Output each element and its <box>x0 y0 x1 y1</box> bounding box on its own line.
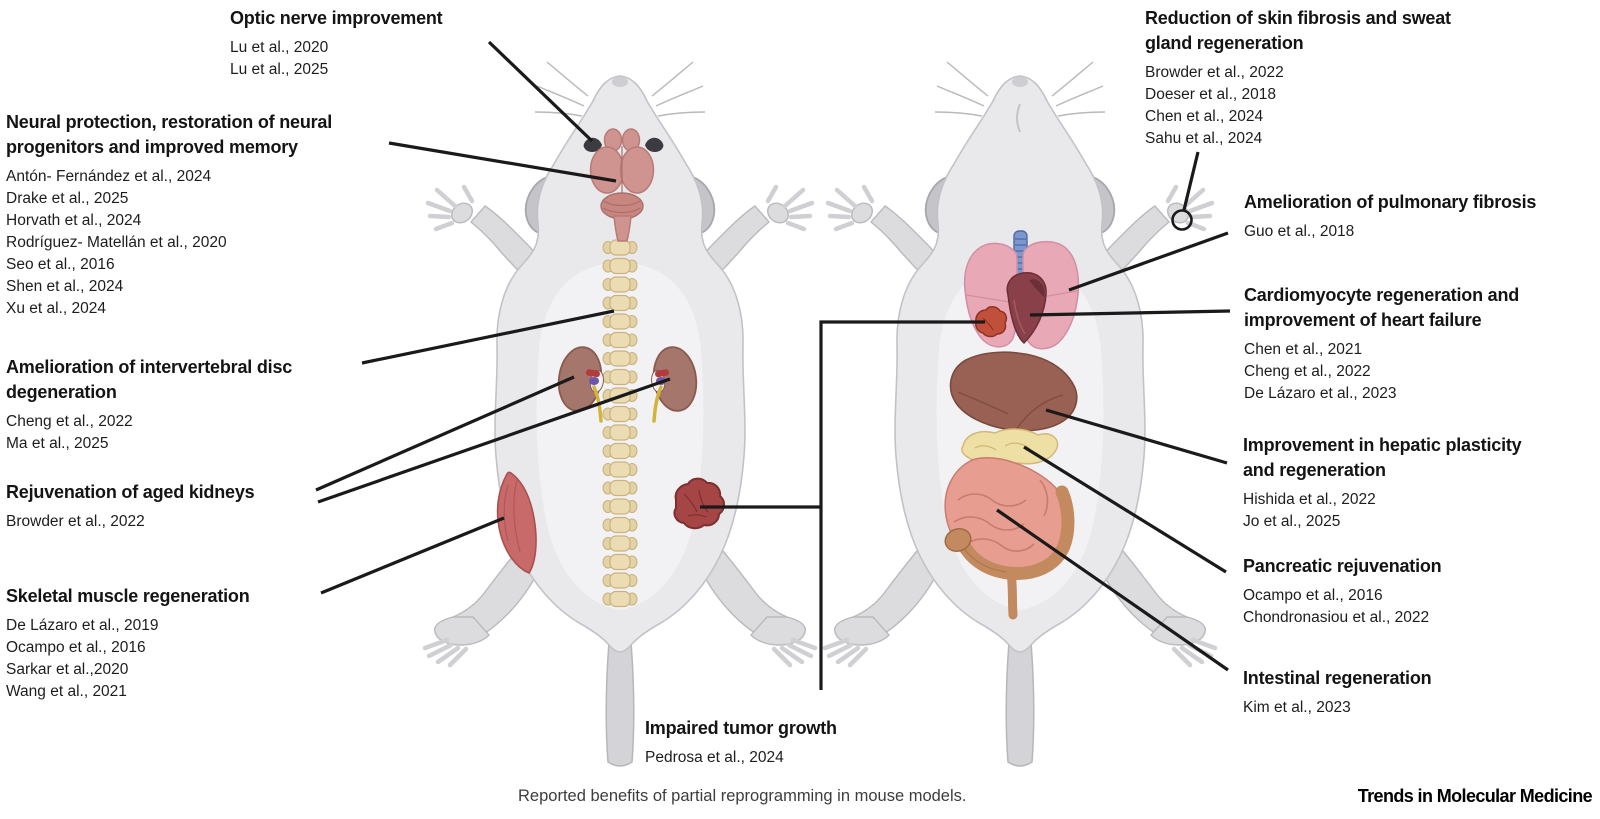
annotation-title: Impaired tumor growth <box>645 718 837 738</box>
line-kidney-right <box>317 377 671 504</box>
annotation-refs: Browder et al., 2022 Doeser et al., 2018… <box>1145 64 1284 147</box>
line-intervertebral-disc <box>361 309 615 365</box>
annotation-pancreatic: Pancreatic rejuvenation Ocampo et al., 2… <box>1243 554 1442 629</box>
chin-cleft <box>1016 103 1021 133</box>
annotation-refs: De Lázaro et al., 2019 Ocampo et al., 20… <box>6 617 159 700</box>
line-hepatic <box>1045 408 1228 465</box>
journal-brand: Trends in Molecular Medicine <box>1357 786 1593 806</box>
line-tumor-elbow <box>819 320 985 690</box>
annotation-refs: Hishida et al., 2022 Jo et al., 2025 <box>1243 491 1376 530</box>
intestines <box>944 457 1075 620</box>
heart <box>1006 272 1047 345</box>
annotation-refs: Kim et al., 2023 <box>1243 699 1351 716</box>
annotation-intestinal: Intestinal regeneration Kim et al., 2023 <box>1243 666 1432 719</box>
annotation-title: Intestinal regeneration <box>1243 668 1432 688</box>
annotation-kidneys: Rejuvenation of aged kidneys Browder et … <box>6 480 255 533</box>
line-skin <box>1182 151 1200 211</box>
liver <box>949 351 1078 432</box>
annotation-refs: Antón- Fernández et al., 2024 Drake et a… <box>6 168 227 317</box>
line-cardiomyocyte <box>1029 309 1231 317</box>
line-optic-nerve <box>487 40 594 143</box>
line-kidney-left <box>315 375 575 492</box>
tumor <box>673 477 725 530</box>
annotation-refs: Cheng et al., 2022 Ma et al., 2025 <box>6 413 133 452</box>
annotation-refs: Chen et al., 2021 Cheng et al., 2022 De … <box>1244 341 1397 402</box>
annotation-hepatic: Improvement in hepatic plasticity and re… <box>1243 433 1522 533</box>
eye-right <box>645 137 664 153</box>
annotation-skin: Reduction of skin fibrosis and sweat gla… <box>1145 6 1451 150</box>
figure-caption: Reported benefits of partial reprogrammi… <box>518 787 967 805</box>
annotation-lines <box>315 40 1231 690</box>
annotation-title: Improvement in hepatic plasticity and re… <box>1243 435 1522 480</box>
annotation-title: Cardiomyocyte regeneration and improveme… <box>1244 285 1520 330</box>
kidney-right <box>651 346 698 423</box>
annotation-title: Neural protection, restoration of neural… <box>6 112 333 157</box>
annotation-refs: Guo et al., 2018 <box>1244 223 1355 240</box>
annotation-pulmonary: Amelioration of pulmonary fibrosis Guo e… <box>1244 190 1536 243</box>
annotation-neural: Neural protection, restoration of neural… <box>6 110 332 320</box>
annotation-title: Amelioration of pulmonary fibrosis <box>1244 192 1537 212</box>
annotation-tumor-growth: Impaired tumor growth Pedrosa et al., 20… <box>645 716 837 769</box>
line-pulmonary <box>1068 231 1229 292</box>
annotation-title: Amelioration of intervertebral disc dege… <box>6 357 293 402</box>
lung-tumor <box>975 306 1008 338</box>
annotation-skeletal-muscle: Skeletal muscle regeneration De Lázaro e… <box>6 584 250 703</box>
line-neural <box>388 141 617 183</box>
skin-site-marker <box>1171 209 1193 231</box>
brain <box>589 128 655 242</box>
annotation-optic-nerve: Optic nerve improvement Lu et al., 2020 … <box>230 6 443 81</box>
annotation-refs: Ocampo et al., 2016 Chondronasiou et al.… <box>1243 587 1430 626</box>
pancreas <box>961 428 1059 466</box>
line-intestinal <box>996 508 1229 672</box>
annotation-intervertebral-disc: Amelioration of intervertebral disc dege… <box>6 355 292 455</box>
annotation-title: Skeletal muscle regeneration <box>6 586 250 606</box>
eye-left <box>583 137 602 153</box>
annotation-refs: Lu et al., 2020 Lu et al., 2025 <box>230 39 329 78</box>
annotation-title: Reduction of skin fibrosis and sweat gla… <box>1145 8 1451 53</box>
annotation-title: Pancreatic rejuvenation <box>1243 556 1442 576</box>
line-pancreatic <box>1023 445 1227 574</box>
left-mouse-organs <box>496 128 725 608</box>
annotation-title: Rejuvenation of aged kidneys <box>6 482 255 502</box>
skeletal-muscle <box>496 471 537 574</box>
annotation-refs: Pedrosa et al., 2024 <box>645 749 784 766</box>
line-skeletal-muscle <box>320 516 505 595</box>
annotation-cardiomyocyte: Cardiomyocyte regeneration and improveme… <box>1244 283 1519 405</box>
annotation-refs: Browder et al., 2022 <box>6 513 145 530</box>
annotation-title: Optic nerve improvement <box>230 8 443 28</box>
